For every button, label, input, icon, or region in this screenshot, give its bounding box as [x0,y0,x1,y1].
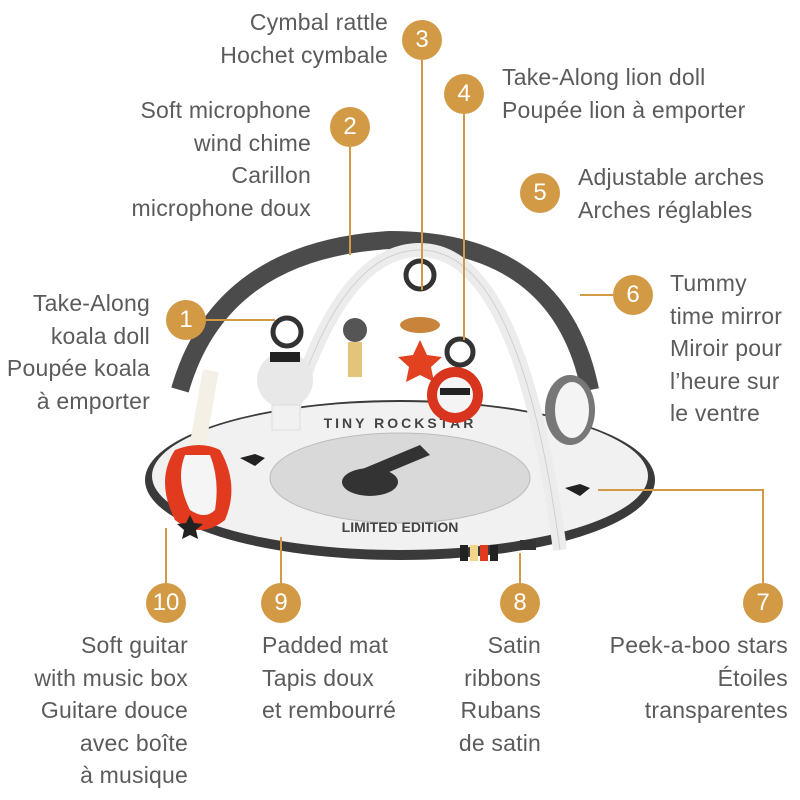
label-line: Poupée koala [6,355,150,381]
label-line: Soft microphone [140,97,311,123]
callout-badge-6: 6 [613,275,653,315]
label-line: transparentes [644,697,788,723]
peek-a-boo-star [565,484,590,496]
callout-badge-5: 5 [520,173,560,213]
label-line: Peek-a-boo stars [609,632,788,658]
label-line: Étoiles [717,664,788,691]
label-line: Hochet cymbale [220,41,388,68]
callout-badge-4: 4 [444,74,484,114]
mat-print-top: TINY ROCKSTAR [324,415,477,431]
label-line: time mirror [670,302,783,329]
label-line: Tapis doux [262,664,374,691]
label-line: de satin [458,729,541,756]
label-line: Adjustable arches [578,164,765,190]
soft-guitar [165,369,232,539]
label-line: Miroir pour [670,335,783,361]
adjustable-arch-gray [171,230,599,393]
label-line: Soft guitar [80,632,188,658]
callout-badge-3: 3 [402,20,442,60]
callout-badge-10: 10 [146,583,186,623]
callout-badge-7: 7 [743,583,783,623]
label-line: Tummy [670,270,747,296]
callout-badge-8: 8 [500,583,540,623]
label-line: Take-Along lion doll [502,64,706,90]
leader-lines [165,60,764,583]
label-line: Guitare douce [40,697,188,723]
label-line: microphone doux [131,194,311,221]
label-line: Rubans [460,697,541,723]
callout-badge-2: 2 [330,107,370,147]
label-line: Satin [487,632,541,658]
label-line: et rembourré [262,697,397,723]
label-line: avec boîte [79,729,188,756]
label-line: l’heure sur [670,367,780,394]
label-line: koala doll [50,322,150,349]
label-line: wind chime [193,129,311,156]
label-line: Padded mat [262,632,389,658]
satin-ribbons [460,540,536,561]
soft-microphone [343,318,367,342]
label-line: le ventre [670,400,761,426]
koala-doll [257,352,313,408]
label-line: à musique [80,762,188,788]
label-line: Cymbal rattle [249,9,388,35]
callout-badge-1: 1 [166,300,206,340]
mat-print-bottom: LIMITED EDITION [342,519,459,535]
label-line: with music box [34,664,188,691]
label-line: Poupée lion à emporter [502,96,746,123]
label-line: ribbons [464,664,541,691]
label-line: Take-Along [32,290,150,316]
callout-badge-9: 9 [261,583,301,623]
label-line: Arches réglables [578,196,753,223]
label-line: Carillon [231,162,311,188]
label-line: à emporter [36,387,150,414]
cymbal-rattle [400,317,440,333]
